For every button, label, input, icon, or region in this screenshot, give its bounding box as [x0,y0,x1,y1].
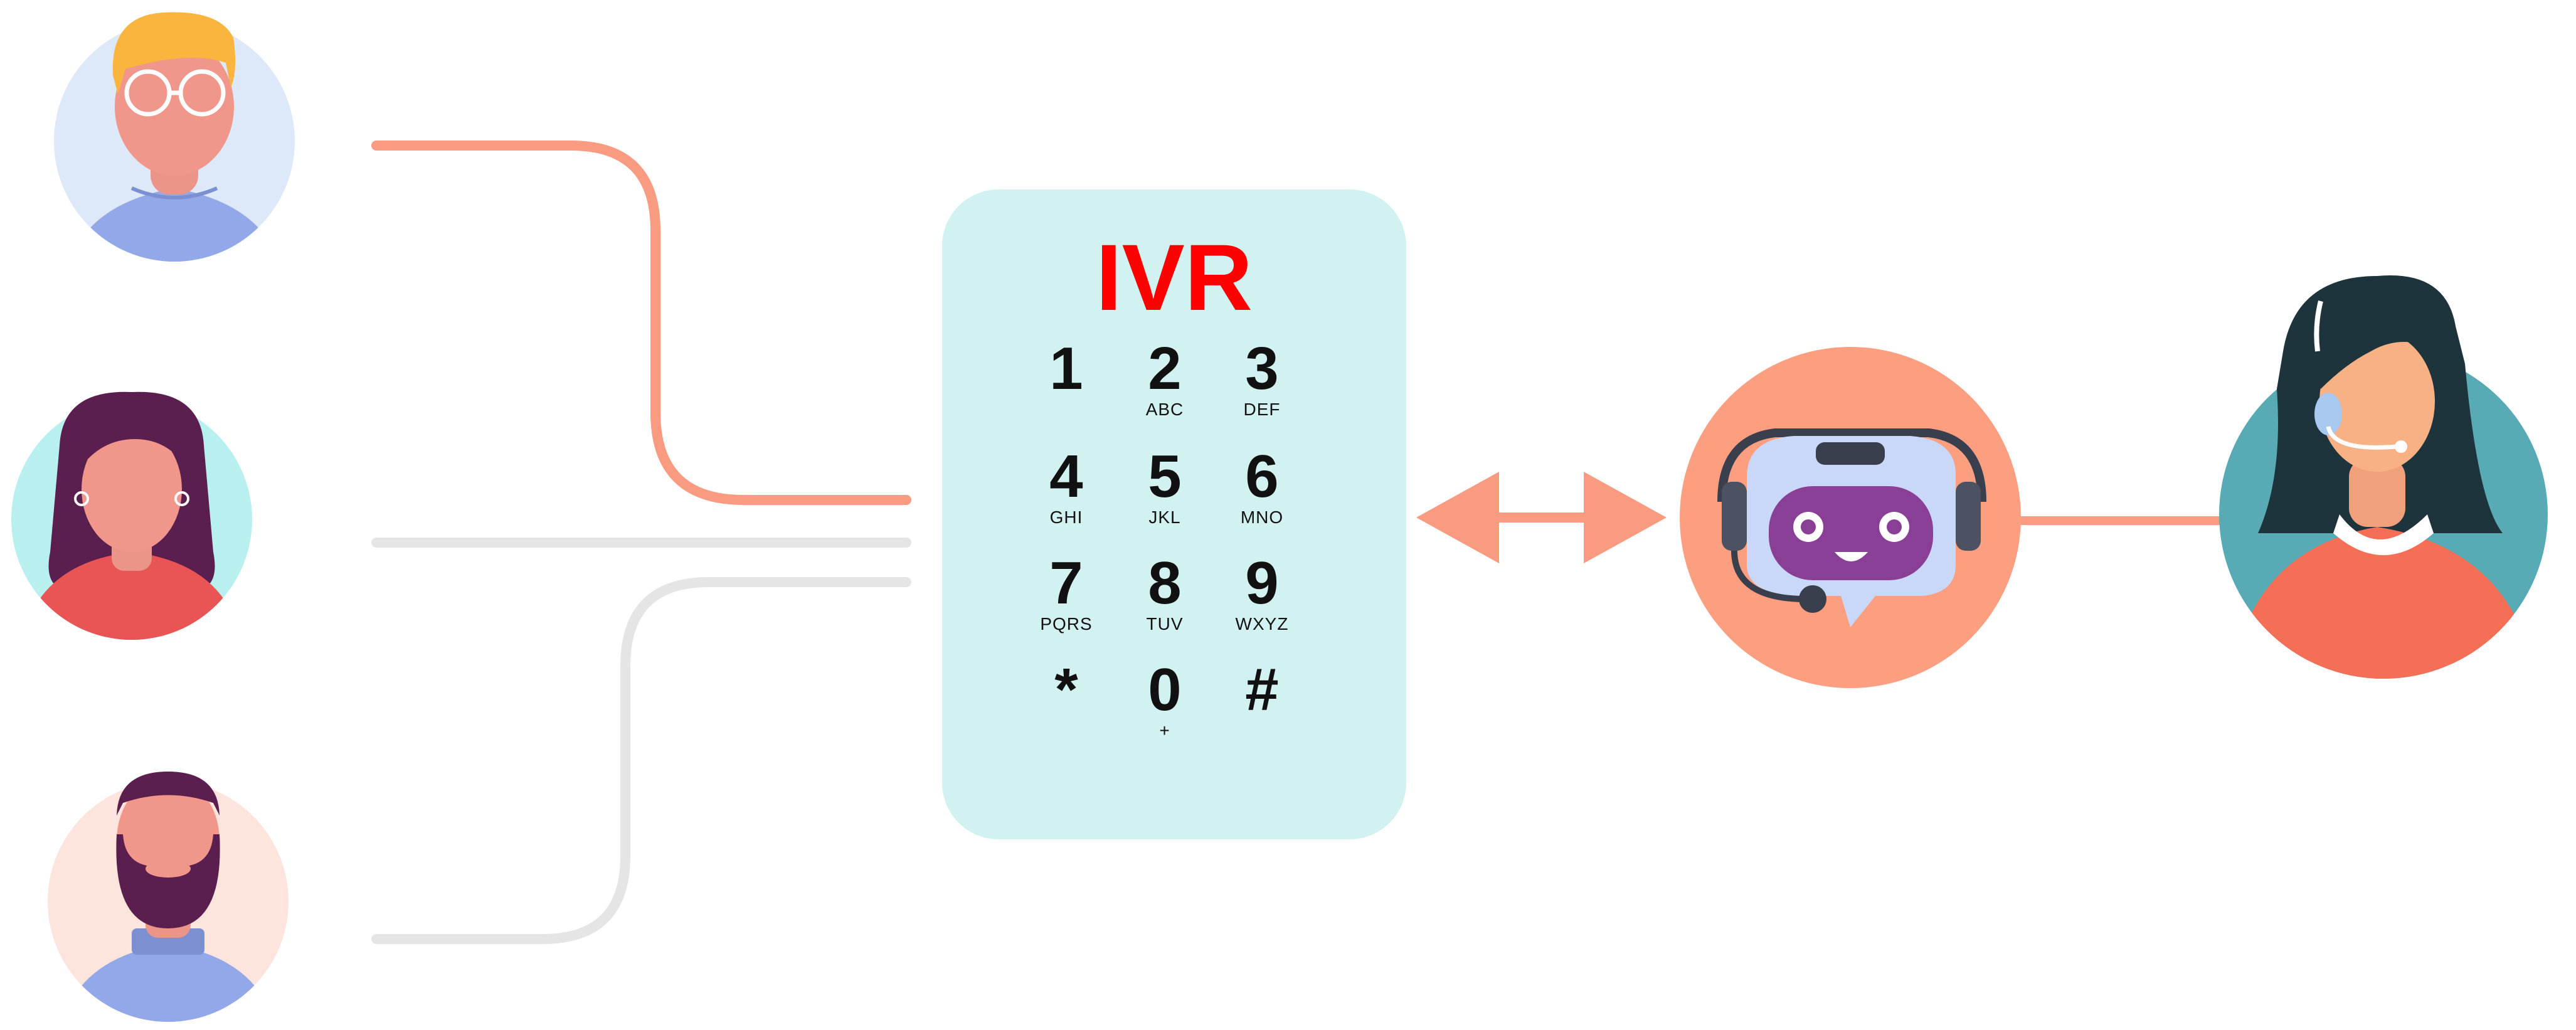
keypad-key-digit: 7 [1049,550,1083,617]
bidirectional-arrow-icon [1416,472,1667,563]
keypad-key-letters: TUV [1146,614,1184,634]
keypad-key-digit: 3 [1245,335,1279,402]
caller-woman-icon [11,391,252,640]
ivr-keypad-panel [942,189,1406,839]
keypad-key: * [1004,660,1129,720]
caller-3-connector [371,577,911,944]
ivr-title: IVR [1095,225,1253,330]
keypad-key-digit: 5 [1148,443,1182,510]
keypad-key-digit: 8 [1148,550,1182,617]
keypad-key-letters: JKL [1148,507,1181,527]
keypad-key-letters: ABC [1145,400,1184,419]
keypad-key-digit: 9 [1245,550,1279,617]
chatbot-headset-icon [1680,347,2021,688]
caller-blond-man-icon [54,12,295,262]
caller-1-connector [371,141,911,505]
keypad-key-letters: + [1159,721,1170,740]
keypad-key-digit: 4 [1049,443,1083,510]
keypad-key-letters: MNO [1240,507,1284,527]
keypad-key-letters: GHI [1049,507,1083,527]
keypad-key-digit: 0 [1148,656,1182,723]
keypad-key-letters: DEF [1243,400,1281,419]
keypad-key: 0+ [1102,660,1227,741]
keypad-key: # [1199,660,1325,720]
keypad-key: 1 [1004,339,1129,399]
keypad-key-letters: PQRS [1040,614,1093,634]
keypad-key-digit: 1 [1049,335,1083,402]
keypad-key-digit: 2 [1148,335,1182,402]
caller-bearded-man-icon [48,772,289,1022]
keypad-key-digit: # [1245,656,1279,723]
keypad-key-letters: WXYZ [1235,614,1289,634]
keypad-key-digit: 6 [1245,443,1279,510]
support-agent-headset-icon [2219,275,2548,679]
keypad-key-digit: * [1054,656,1078,723]
